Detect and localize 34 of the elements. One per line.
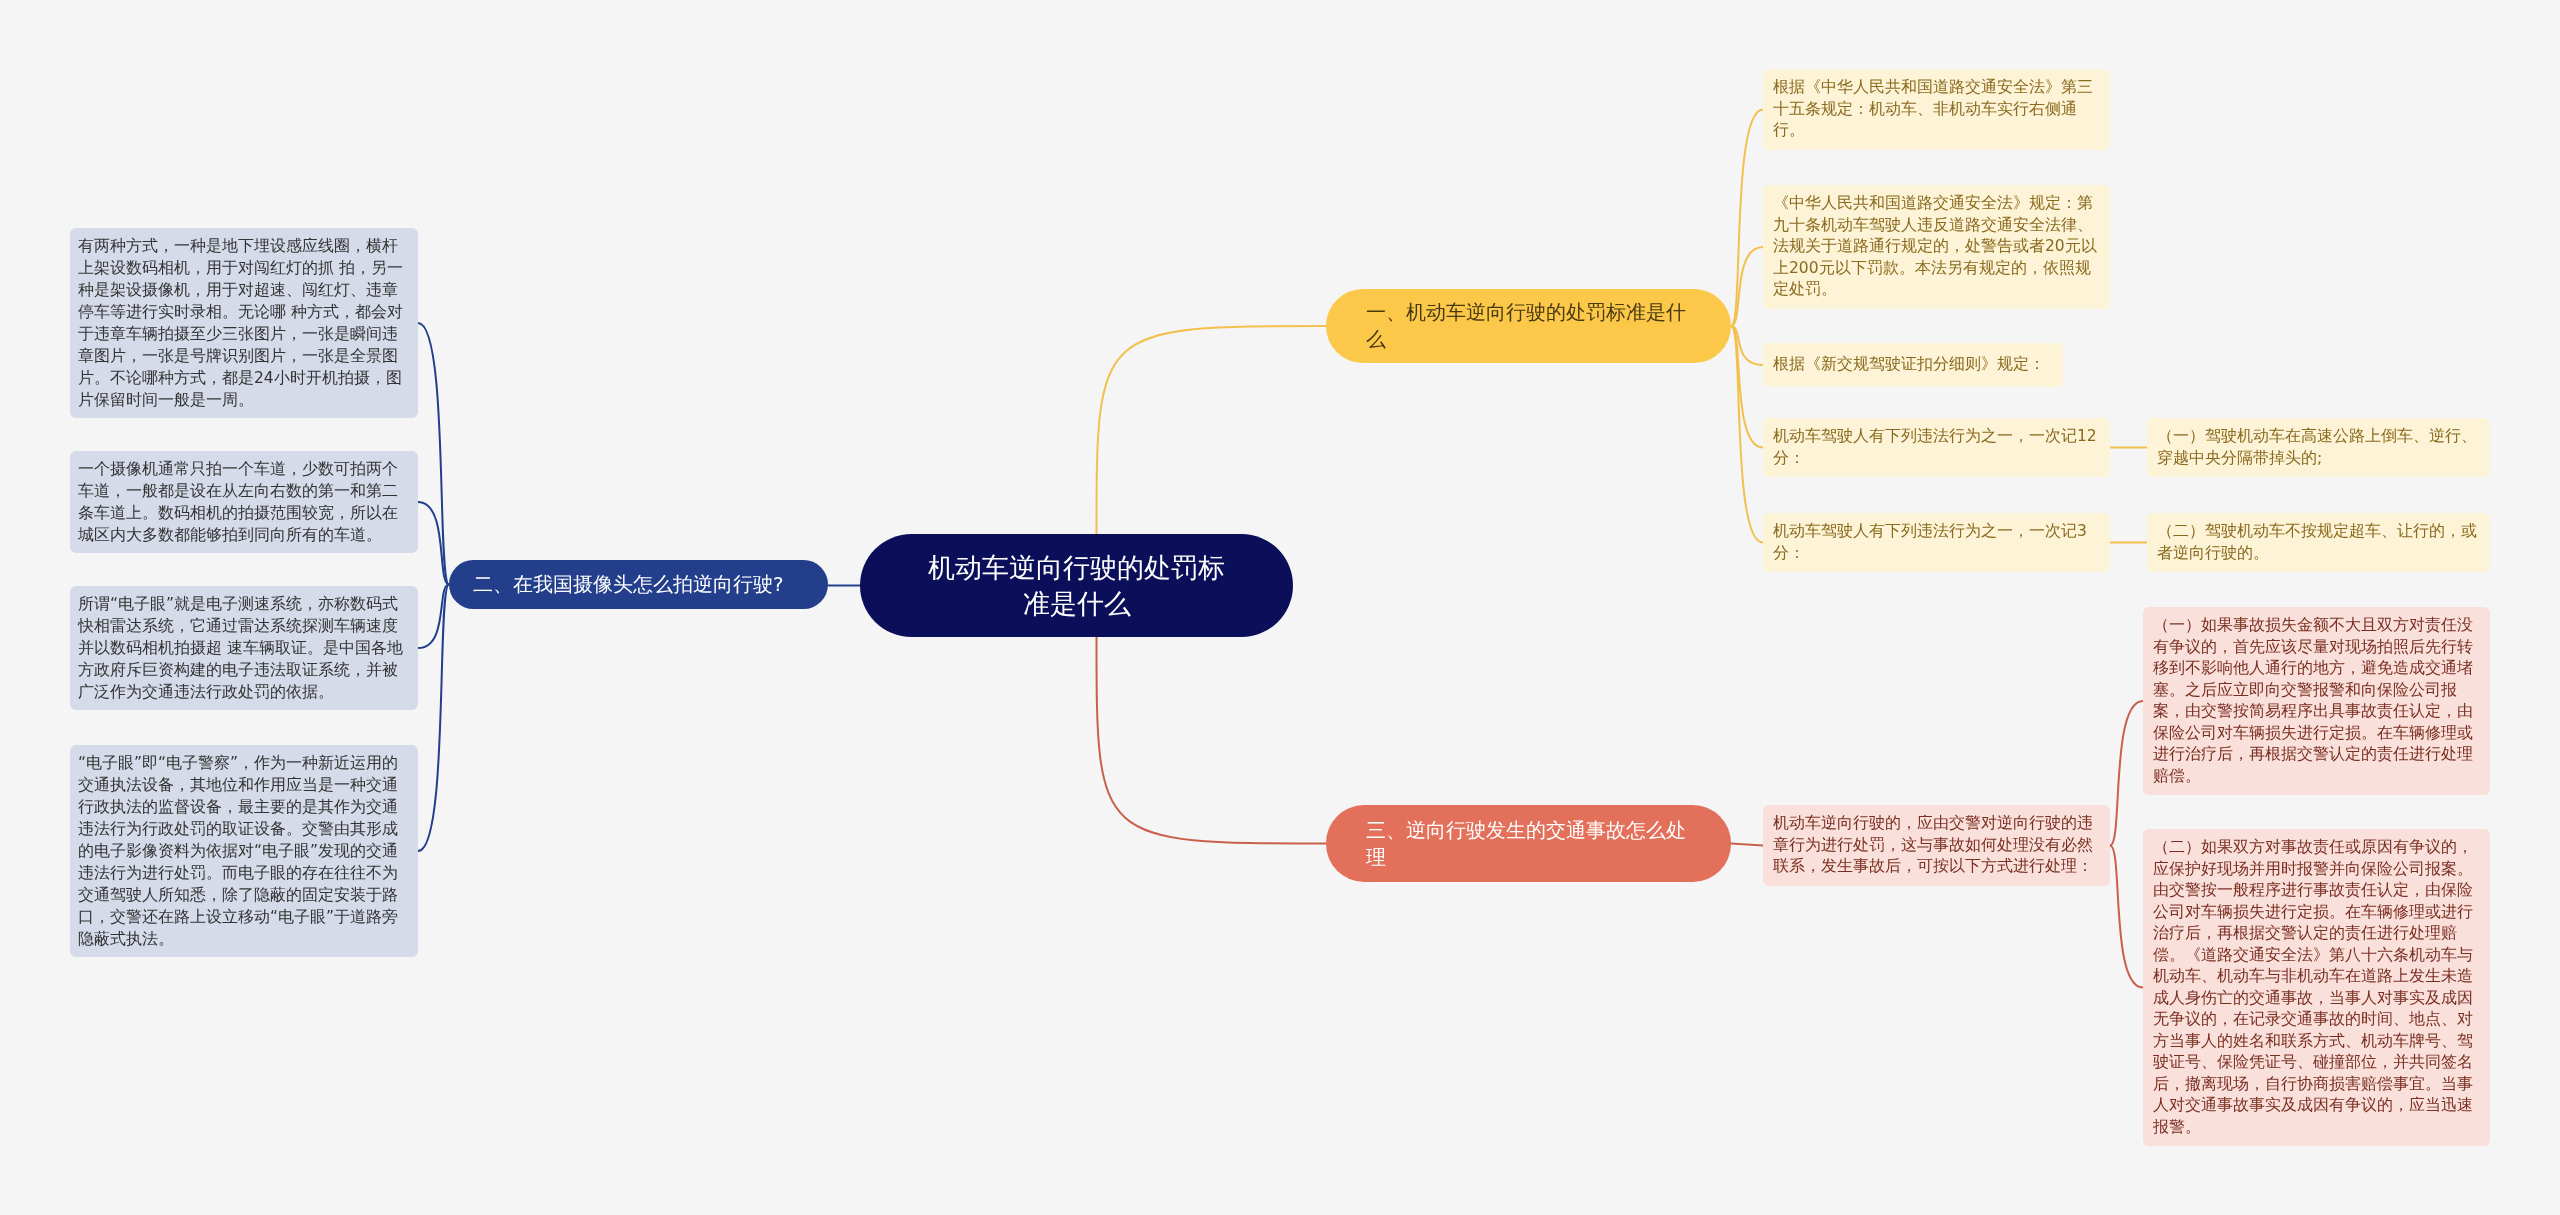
note-box: 有两种方式，一种是地下埋设感应线圈，横杆上架设数码相机，用于对闯红灯的抓 拍，另一种是架设摄像机，用于对超速、闯红灯、违章停车等进行实时录相。无论哪 种方式，都会对于违章车辆拍摄至少三张图片，一张是瞬间违章图片，一张是号牌识别图片，一张是全景图片。不论哪种方式，都是24小时开机拍摄，图片保留时间一般是一周。	[70, 228, 418, 418]
connector-line	[417, 501, 450, 586]
branch-topic: 一、机动车逆向行驶的处罚标准是什么	[1326, 289, 1731, 363]
note-box: 机动车逆向行驶的，应由交警对逆向行驶的违章行为进行处罚，这与事故如何处理没有必然联系，发生事故后，可按以下方式进行处理：	[1763, 805, 2110, 886]
connector-line	[1095, 325, 1327, 535]
note-box: 一个摄像机通常只拍一个车道，少数可拍两个车道，一般都是设在从左向右数的第一和第二条车道上。数码相机的拍摄范围较宽，所以在城区内大多数都能够拍到同向所有的车道。	[70, 451, 418, 553]
note-box: 机动车驾驶人有下列违法行为之一，一次记3分：	[1763, 513, 2110, 572]
connector-line	[1730, 108, 1764, 327]
connector-line	[2109, 446, 2148, 449]
note-box: （一）如果事故损失金额不大且双方对责任没有争议的，首先应该尽量对现场拍照后先行转移到不影响他人通行的地方，避免造成交通堵塞。之后应立即向交警报警和向保险公司报案，由交警按简易程序出具事故责任认定，由保险公司对车辆损失进行定损。在车辆修理或进行治疗后，再根据交警认定的责任进行处理赔偿。	[2143, 607, 2490, 795]
note-box: 根据《中华人民共和国道路交通安全法》第三十五条规定：机动车、非机动车实行右侧通行。	[1763, 69, 2110, 150]
connector-line	[1730, 325, 1764, 544]
connector-line	[1730, 325, 1764, 366]
note-box: 机动车驾驶人有下列违法行为之一，一次记12分：	[1763, 418, 2110, 477]
connector-line	[2109, 700, 2144, 847]
note-box: 《中华人民共和国道路交通安全法》规定：第九十条机动车驾驶人违反道路交通安全法律、法规关于道路通行规定的，处警告或者20元以上200元以下罚款。本法另有规定的，依照规定处罚。	[1763, 185, 2110, 309]
connector-line	[827, 584, 861, 587]
branch-topic: 三、逆向行驶发生的交通事故怎么处理	[1326, 805, 1731, 882]
note-box: 所谓“电子眼”就是电子测速系统，亦称数码式快相雷达系统，它通过雷达系统探测车辆速度并以数码相机拍摄超 速车辆取证。是中国各地方政府斥巨资构建的电子违法取证系统，并被广泛作为交通违法行政处罚的依据。	[70, 586, 418, 710]
note-box: “电子眼”即“电子警察”，作为一种新近运用的交通执法设备，其地位和作用应当是一种交通行政执法的监督设备，最主要的是其作为交通违法行为行政处罚的取证设备。交警由其形成的电子影像资料为依据对“电子眼”发现的交通违法行为进行处罚。而电子眼的存在往往不为交通驾驶人所知悉，除了隐蔽的固定安装于路口，交警还在路上设立移动“电子眼”于道路旁隐蔽式执法。	[70, 745, 418, 957]
branch-topic: 二、在我国摄像头怎么拍逆向行驶?	[449, 560, 828, 609]
connector-line	[417, 583, 450, 852]
central-topic: 机动车逆向行驶的处罚标准是什么	[860, 534, 1293, 637]
connector-line	[417, 322, 450, 586]
note-box: 根据《新交规驾驶证扣分细则》规定：	[1763, 343, 2063, 387]
connector-line	[1095, 636, 1327, 845]
note-box: （一）驾驶机动车在高速公路上倒车、逆行、穿越中央分隔带掉头的;	[2147, 418, 2490, 477]
connector-line	[2109, 541, 2148, 544]
note-box: （二）驾驶机动车不按规定超车、让行的，或者逆向行驶的。	[2147, 513, 2490, 572]
connector-line	[1730, 246, 1764, 327]
connector-line	[2109, 844, 2144, 989]
connector-line	[417, 583, 450, 649]
note-box: （二）如果双方对事故责任或原因有争议的，应保护好现场并用时报警并向保险公司报案。由交警按一般程序进行事故责任认定，由保险公司对车辆损失进行定损。在车辆修理或进行治疗后，再根据交警认定的责任进行处理赔偿。《道路交通安全法》第八十六条机动车与机动车、机动车与非机动车在道路上发生未造成人身伤亡的交通事故，当事人对事实及成因无争议的，在记录交通事故的时间、地点、对方当事人的姓名和联系方式、机动车牌号、驾驶证号、保险凭证号、碰撞部位，并共同签名后，撤离现场，自行协商损害赔偿事宜。当事人对交通事故事实及成因有争议的，应当迅速报警。	[2143, 829, 2490, 1146]
connector-line	[1730, 842, 1764, 847]
